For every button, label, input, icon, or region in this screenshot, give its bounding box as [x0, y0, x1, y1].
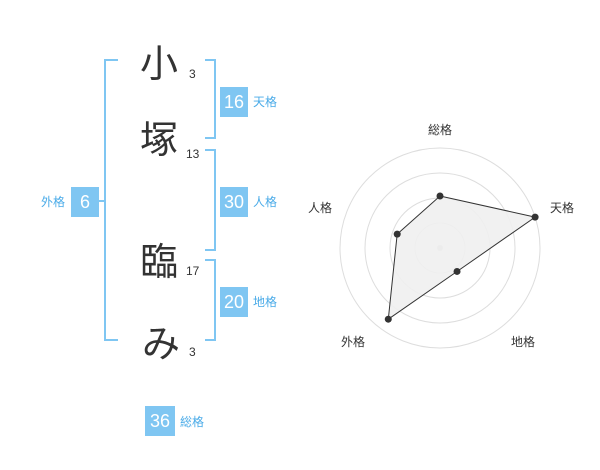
- stroke-count-4: 3: [189, 345, 196, 359]
- tenkaku-bracket: [205, 59, 216, 139]
- name-char-4: み: [142, 322, 181, 366]
- stroke-count-3: 17: [186, 264, 200, 278]
- radar-point-chikaku: [453, 267, 461, 275]
- radar-label-jinkaku: 人格: [308, 201, 333, 215]
- chikaku-bracket: [205, 259, 216, 341]
- radar-point-tenkaku: [531, 213, 539, 221]
- name-char-3: 臨: [140, 240, 179, 284]
- radar-polygon: [387, 195, 537, 321]
- radar-label-chikaku: 地格: [511, 335, 536, 349]
- tenkaku-value-badge: 16: [220, 87, 248, 117]
- stroke-count-2: 13: [186, 147, 200, 161]
- chikaku-value-badge: 20: [220, 287, 248, 317]
- jinkaku-label: 人格: [253, 195, 278, 209]
- radar-label-tenkaku: 天格: [550, 201, 575, 215]
- gaikaku-label: 外格: [41, 195, 66, 209]
- radar-point-soukaku: [436, 192, 444, 200]
- soukaku-value-badge: 36: [145, 406, 175, 436]
- soukaku-label: 総格: [180, 415, 205, 429]
- radar-grid-ring: [339, 147, 541, 349]
- radar-label-gaikaku: 外格: [341, 335, 366, 349]
- radar-point-gaikaku: [384, 315, 392, 323]
- jinkaku-value-badge: 30: [220, 187, 248, 217]
- chikaku-label: 地格: [253, 295, 278, 309]
- radar-shape: [387, 195, 537, 321]
- radar-label-soukaku: 総格: [428, 123, 453, 137]
- radar-point-jinkaku: [393, 230, 401, 238]
- jinkaku-bracket: [205, 149, 216, 251]
- radar-points: [384, 192, 539, 323]
- gaikaku-value-badge: 6: [71, 187, 99, 217]
- radar-grid-ring: [364, 172, 516, 324]
- name-char-2: 塚: [140, 118, 179, 162]
- stroke-count-1: 3: [189, 67, 196, 81]
- tenkaku-label: 天格: [253, 95, 278, 109]
- name-char-1: 小: [140, 42, 179, 86]
